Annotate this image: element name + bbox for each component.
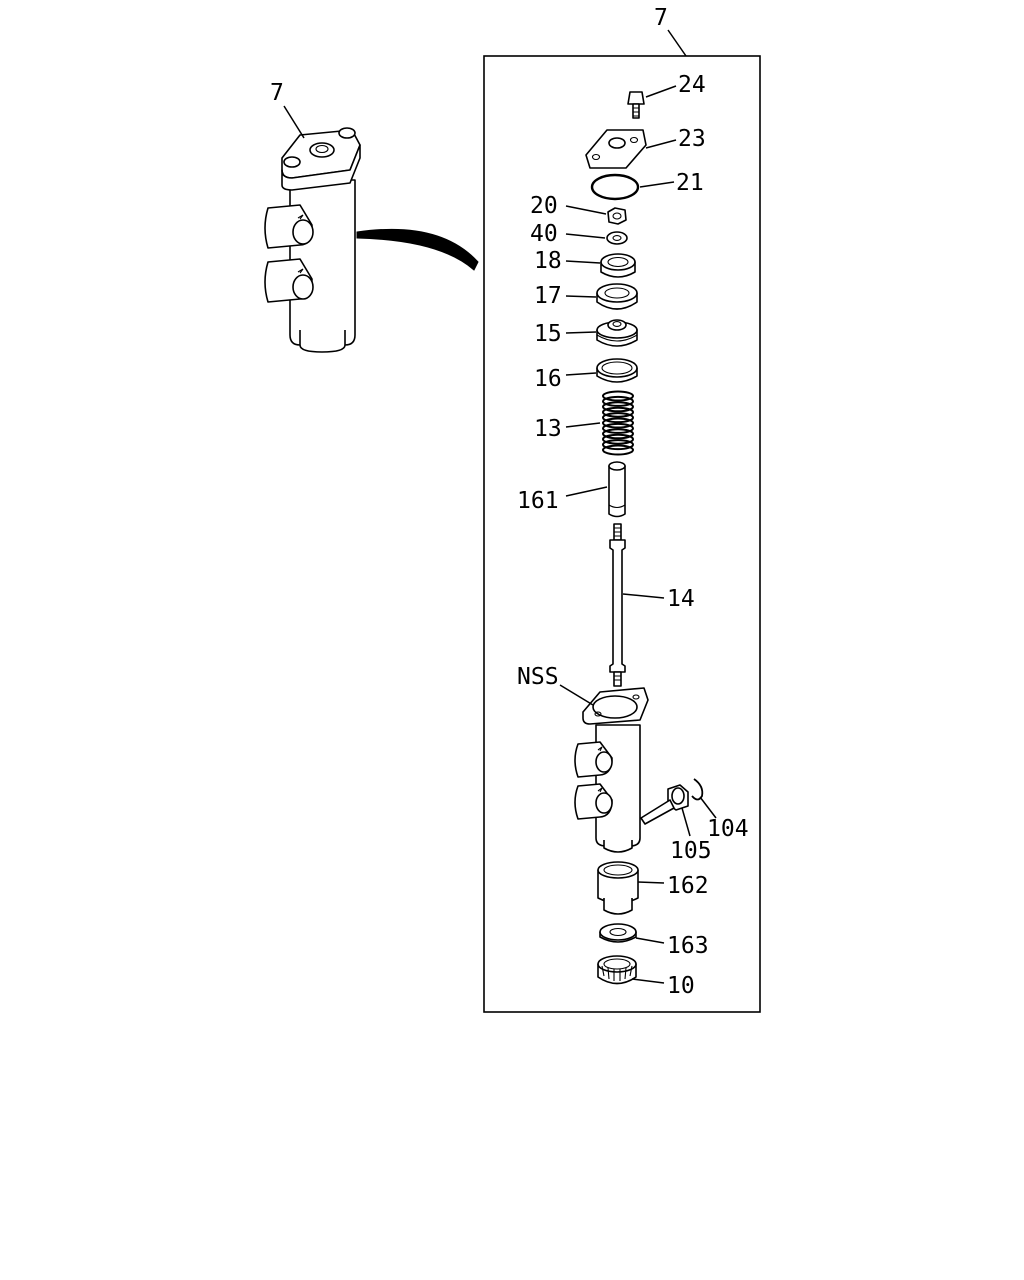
part-104-snap-ring	[691, 778, 704, 801]
label-18: 18	[534, 248, 562, 274]
label-21: 21	[676, 170, 704, 196]
label-105: 105	[670, 838, 712, 864]
label-14: 14	[667, 586, 695, 612]
spring-coil	[602, 433, 634, 445]
assembly-label-top: 7	[654, 5, 668, 31]
part-24-bolt	[627, 91, 645, 119]
part-163-washer	[599, 923, 637, 943]
part-161-sleeve	[608, 461, 626, 518]
label-40: 40	[530, 221, 558, 247]
exploded-view-frame	[483, 55, 761, 1013]
label-17: 17	[534, 283, 562, 309]
label-20: 20	[530, 193, 558, 219]
label-104: 104	[707, 816, 749, 842]
assembly-label-left: 7	[270, 80, 284, 106]
part-14-rod	[609, 523, 626, 687]
label-163: 163	[667, 933, 709, 959]
part-10-cap	[597, 955, 637, 985]
spring-coil	[602, 390, 634, 402]
label-nss: NSS	[517, 664, 559, 690]
spring-coil	[602, 439, 634, 451]
part-18-bushing	[600, 253, 636, 278]
part-21-o-ring	[590, 173, 640, 201]
part-23-cover-plate	[585, 129, 647, 169]
part-15-piston	[596, 319, 638, 347]
label-13: 13	[534, 416, 562, 442]
label-15: 15	[534, 321, 562, 347]
part-17-seal-holder	[596, 283, 638, 310]
spring-coil	[602, 395, 634, 407]
part-40-washer	[606, 231, 628, 245]
label-24: 24	[678, 72, 706, 98]
spring-coil	[602, 406, 634, 418]
label-162: 162	[667, 873, 709, 899]
label-161: 161	[517, 488, 559, 514]
callout-sweep	[356, 228, 479, 271]
spring-coil	[602, 401, 634, 413]
assembled-valve: 7	[264, 80, 361, 353]
part-20-nut	[607, 207, 627, 225]
part-162-bushing	[597, 861, 639, 915]
part-nss-valve-body	[574, 687, 649, 853]
spring-coil	[602, 417, 634, 429]
part-16-ring	[596, 358, 638, 383]
part-105-fitting	[640, 784, 689, 825]
part-13-spring	[602, 390, 634, 456]
spring-coil	[602, 428, 634, 440]
label-10: 10	[667, 973, 695, 999]
spring-coil	[602, 444, 634, 456]
spring-coil	[602, 422, 634, 434]
spring-coil	[602, 412, 634, 424]
label-23: 23	[678, 126, 706, 152]
label-16: 16	[534, 366, 562, 392]
